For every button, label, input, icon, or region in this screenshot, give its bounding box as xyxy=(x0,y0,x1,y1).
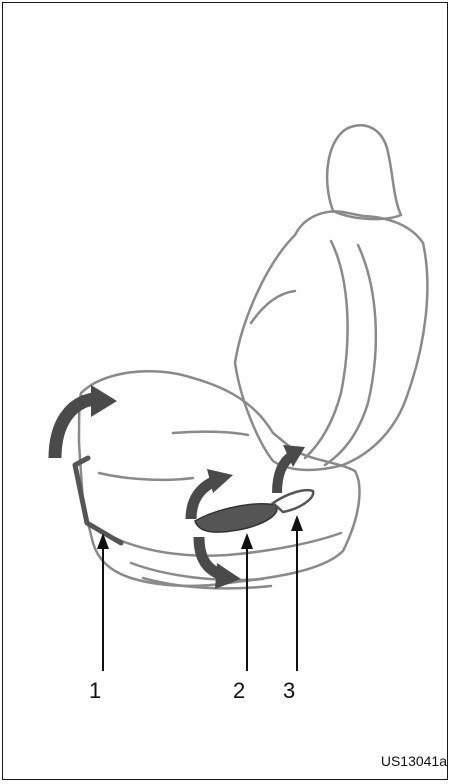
height-lever xyxy=(195,504,277,532)
seat-illustration xyxy=(3,3,448,780)
seat-base xyxy=(115,533,341,556)
recline-lever xyxy=(273,490,313,512)
curved-arrow-height-down xyxy=(199,537,241,589)
leader-arrowhead-3 xyxy=(291,515,303,531)
leader-arrowhead-2 xyxy=(241,533,253,549)
figure-frame: 1 2 3 US13041a xyxy=(2,2,448,780)
figure-code: US13041a xyxy=(381,753,447,769)
callout-label-1: 1 xyxy=(89,678,101,704)
cushion-contour xyxy=(99,473,193,480)
seatback-bolster xyxy=(251,291,295,323)
callout-label-3: 3 xyxy=(283,678,295,704)
seatback-stitch-outer xyxy=(305,241,348,458)
rail-lower xyxy=(131,563,263,580)
headrest xyxy=(327,125,401,219)
cushion-seam xyxy=(173,432,248,435)
curved-arrow-slide xyxy=(55,385,117,458)
seatback xyxy=(235,211,427,469)
callout-label-2: 2 xyxy=(233,678,245,704)
seatback-stitch-inner xyxy=(325,245,376,465)
